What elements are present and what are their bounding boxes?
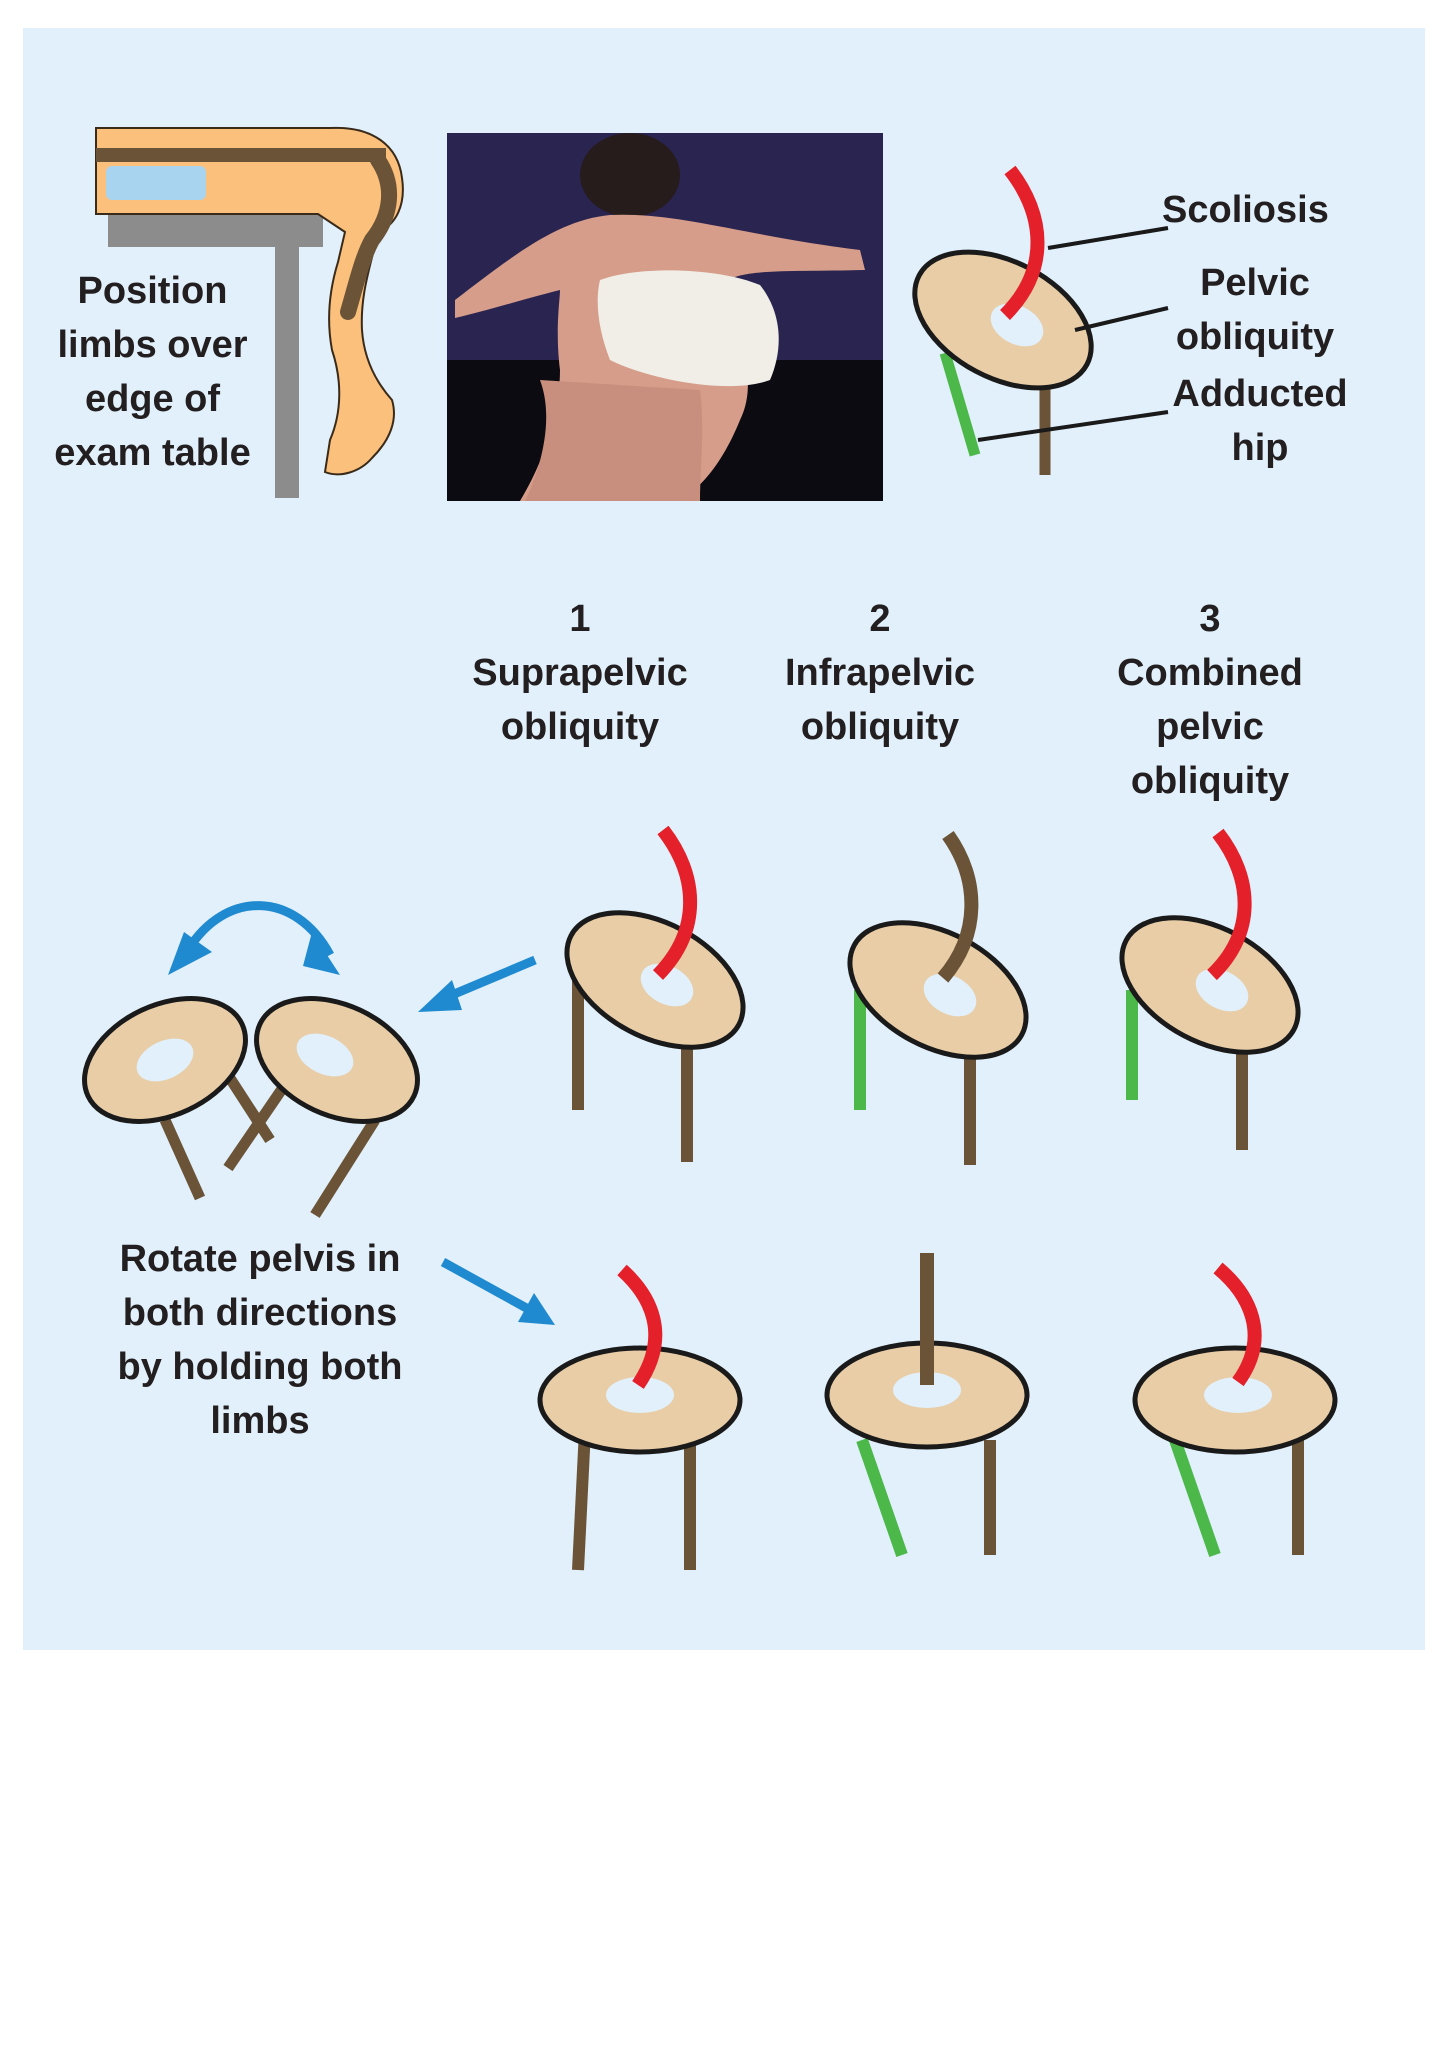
column-1-heading: 1 Suprapelvic obliquity xyxy=(440,592,720,754)
position-limbs-line-1: Position xyxy=(77,270,228,312)
column-3-title-line-3: obliquity xyxy=(1130,760,1290,802)
position-limbs-line-2: limbs over xyxy=(57,324,248,366)
double-headed-rotation-arrow xyxy=(168,901,340,975)
legend-scoliosis: Scoliosis xyxy=(1162,183,1329,237)
column-3-title-line-1: Combined xyxy=(1117,652,1303,694)
column-2-number: 2 xyxy=(869,598,891,640)
column-3-number: 3 xyxy=(1199,598,1221,640)
pointer-arrow-to-rotation xyxy=(418,955,537,1012)
column-2-title-line-1: Infrapelvic xyxy=(784,652,976,694)
legend-pelvic-obliquity: Pelvic obliquity xyxy=(1140,256,1370,364)
column-2-title-line-2: obliquity xyxy=(800,706,960,748)
column-1-title-line-2: obliquity xyxy=(500,706,660,748)
legend-pelvic-line-1: Pelvic xyxy=(1200,262,1310,304)
legend-adducted-hip: Adducted hip xyxy=(1140,367,1380,475)
rotate-pelvis-label: Rotate pelvis in both directions by hold… xyxy=(85,1232,435,1448)
position-limbs-line-4: exam table xyxy=(54,432,251,474)
rotate-line-1: Rotate pelvis in xyxy=(119,1238,401,1280)
legend-adducted-line-2: hip xyxy=(1231,427,1289,469)
column-1-number: 1 xyxy=(569,598,591,640)
rotate-line-4: limbs xyxy=(210,1400,310,1442)
legend-adducted-line-1: Adducted xyxy=(1172,373,1348,415)
pelvis-col2-tilted xyxy=(847,830,1029,1165)
pelvis-col3-tilted xyxy=(1119,828,1301,1150)
legend-pelvis-figure xyxy=(912,165,1169,475)
column-2-heading: 2 Infrapelvic obliquity xyxy=(740,592,1020,754)
column-3-heading: 3 Combined pelvic obliquity xyxy=(1070,592,1350,808)
pelvis-col3-level xyxy=(1132,1262,1338,1557)
rotate-line-2: both directions xyxy=(122,1292,398,1334)
legend-pelvic-line-2: obliquity xyxy=(1175,316,1335,358)
rotation-pelvis-pair xyxy=(82,996,420,1218)
position-limbs-line-3: edge of xyxy=(84,378,221,420)
column-3-title-line-2: pelvic xyxy=(1156,706,1264,748)
legend-scoliosis-text: Scoliosis xyxy=(1162,189,1329,231)
position-limbs-label: Position limbs over edge of exam table xyxy=(30,264,275,480)
pelvis-col2-level xyxy=(824,1253,1030,1557)
pointer-arrow-to-level-pelvis xyxy=(440,1258,555,1325)
pelvis-col1-tilted xyxy=(564,825,746,1162)
column-1-title-line-1: Suprapelvic xyxy=(472,652,688,694)
patient-photo xyxy=(447,133,883,501)
pelvis-col1-level xyxy=(537,1264,743,1571)
exam-table-leg-illustration xyxy=(95,126,404,498)
rotate-line-3: by holding both xyxy=(117,1346,403,1388)
